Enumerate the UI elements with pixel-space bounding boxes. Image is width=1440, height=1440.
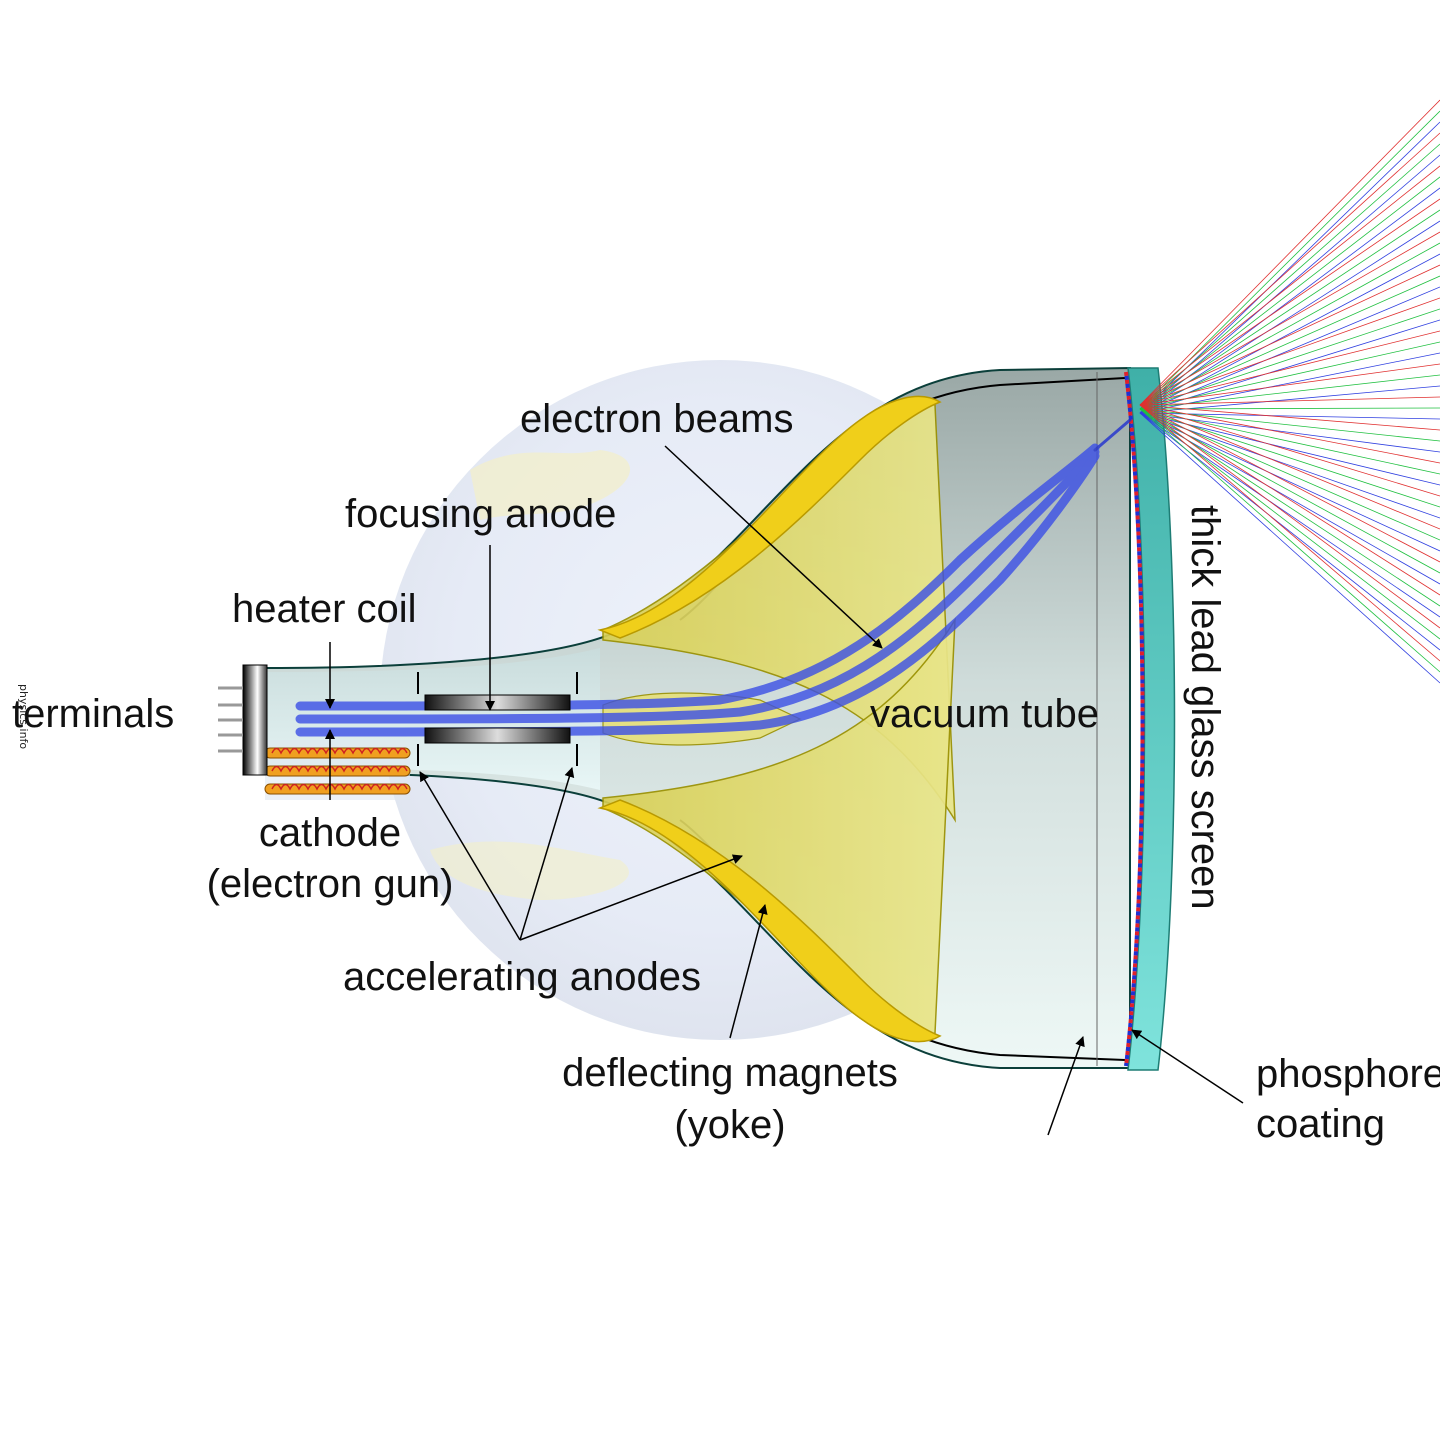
heater-coil <box>271 747 408 791</box>
terminal-pins <box>218 686 243 753</box>
label-vacuum-tube: vacuum tube <box>870 692 1099 736</box>
light-ray <box>1139 404 1440 596</box>
light-ray <box>1139 404 1440 629</box>
emitted-light-rays <box>1139 99 1440 684</box>
watermark: physics.info <box>17 684 30 749</box>
heater-coil-winding <box>271 747 408 755</box>
light-ray <box>1139 404 1440 497</box>
label-electron-beams: electron beams <box>520 397 793 441</box>
light-ray <box>1139 363 1440 406</box>
phosphor-coating <box>1124 371 1145 1067</box>
heater-coil-winding <box>271 783 408 791</box>
heater-coil-winding <box>271 765 408 773</box>
terminal-cap <box>242 664 268 776</box>
label-electron-gun: (electron gun) <box>207 862 454 906</box>
light-ray <box>1139 408 1440 673</box>
cathode-electron-gun <box>264 740 411 800</box>
label-yoke: (yoke) <box>674 1103 785 1147</box>
focusing-anode-bottom <box>424 727 571 744</box>
light-ray <box>1139 404 1440 464</box>
label-cathode: cathode <box>259 811 401 855</box>
light-ray <box>1139 99 1440 406</box>
light-ray <box>1139 165 1440 406</box>
yoke-coil-bottom <box>597 799 942 1043</box>
light-ray <box>1139 404 1440 431</box>
light-ray <box>1139 412 1440 684</box>
label-accelerating-anodes: accelerating anodes <box>343 955 701 999</box>
globe-land-mark <box>470 450 630 520</box>
label-phosphor: phosphore <box>1256 1052 1440 1096</box>
label-terminals: terminals <box>12 692 174 736</box>
leader-lines <box>325 445 1244 1136</box>
lead-glass-screen <box>1127 367 1176 1071</box>
globe-land-mark <box>430 841 629 900</box>
light-ray <box>1139 404 1440 563</box>
label-focusing-anode: focusing anode <box>345 492 616 536</box>
label-deflecting-magnets: deflecting magnets <box>562 1051 898 1095</box>
light-ray <box>1139 231 1440 406</box>
light-ray <box>1139 330 1440 406</box>
light-ray <box>1139 264 1440 406</box>
yoke-coil-top <box>597 395 942 639</box>
light-ray <box>1139 404 1440 662</box>
label-lead-glass-screen: thick lead glass screen <box>1183 505 1227 910</box>
label-heater-coil: heater coil <box>232 587 417 631</box>
light-ray <box>1139 396 1440 406</box>
light-ray <box>1139 132 1440 406</box>
light-ray <box>1139 297 1440 406</box>
focusing-anode-top <box>424 694 571 711</box>
light-ray <box>1139 198 1440 406</box>
light-ray <box>1139 404 1440 530</box>
label-coating: coating <box>1256 1102 1385 1146</box>
